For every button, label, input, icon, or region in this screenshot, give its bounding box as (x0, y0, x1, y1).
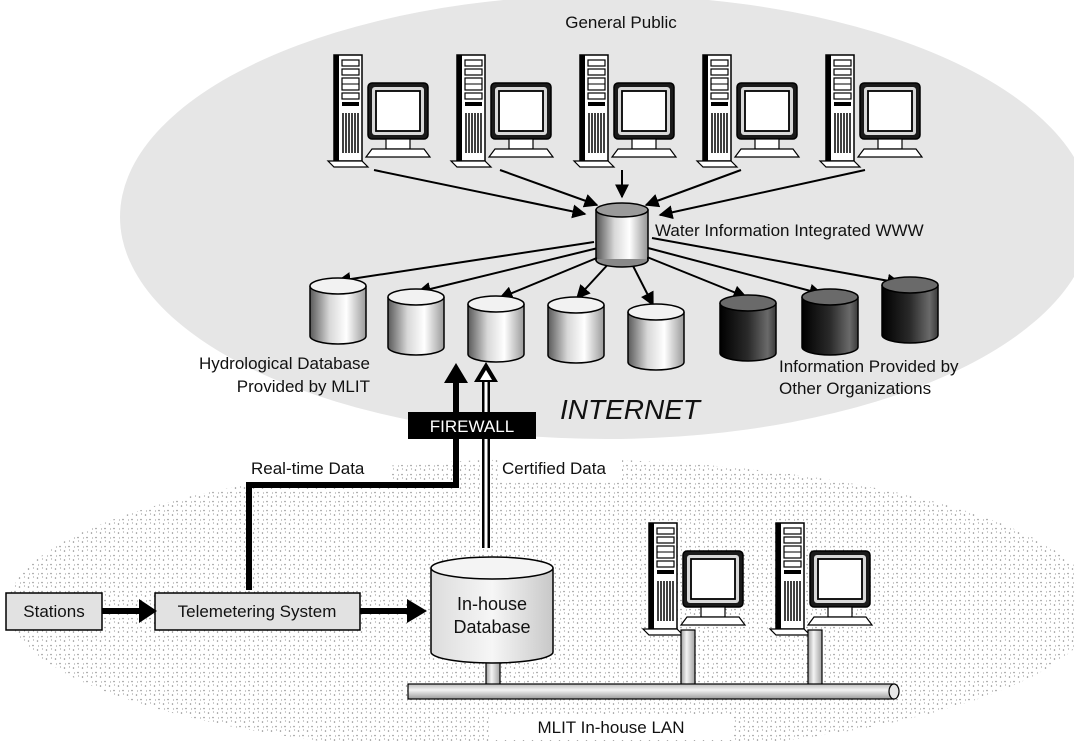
database-icon (719, 294, 777, 362)
connection-arrow (576, 259, 613, 300)
database-group (309, 276, 939, 371)
certified-data-label: Certified Data (502, 459, 606, 478)
connection-arrow (641, 254, 748, 299)
firewall-box (408, 412, 536, 439)
inhouse-database-icon (430, 556, 554, 664)
hydro-label-line1: Hydrological Database (199, 354, 370, 373)
connection-arrow (651, 237, 902, 288)
database-icon (627, 303, 685, 371)
connection-arrow (658, 169, 866, 220)
connection-arrow (498, 254, 605, 300)
database-icon (547, 296, 605, 364)
other-orgs-label-line2: Other Organizations (779, 379, 931, 398)
database-icon (881, 276, 939, 344)
database-icon (387, 288, 445, 356)
connection-arrow (416, 247, 599, 296)
www-server-database-icon (595, 202, 649, 268)
general-public-label: General Public (565, 13, 677, 32)
lan-label: MLIT In-house LAN (537, 718, 684, 737)
inhouse-label-line2: Database (453, 617, 530, 637)
hydro-label-line2: Provided by MLIT (237, 377, 370, 396)
inhouse-label-line1: In-house (457, 594, 527, 614)
arrow-head (139, 599, 157, 623)
connection-arrow (629, 259, 654, 307)
database-icon (467, 295, 525, 363)
other-orgs-label-line1: Information Provided by (779, 357, 959, 376)
connection-arrow (373, 169, 587, 219)
database-icon (309, 277, 367, 345)
stations-label: Stations (23, 602, 84, 621)
stations-box (5, 592, 103, 631)
connection-arrow (336, 241, 595, 287)
www-label: Water Information Integrated WWW (655, 221, 924, 240)
telemetering-label: Telemetering System (178, 602, 337, 621)
lan-bus (407, 683, 895, 700)
telemetering-box (154, 592, 361, 631)
realtime-data-label: Real-time Data (251, 459, 365, 478)
internet-label: INTERNET (560, 394, 702, 425)
firewall-label: FIREWALL (430, 417, 514, 436)
database-icon (801, 288, 859, 356)
arrow-head (407, 599, 427, 623)
connection-arrow (499, 169, 599, 208)
connection-arrow (644, 169, 742, 208)
connection-arrow (647, 247, 824, 298)
